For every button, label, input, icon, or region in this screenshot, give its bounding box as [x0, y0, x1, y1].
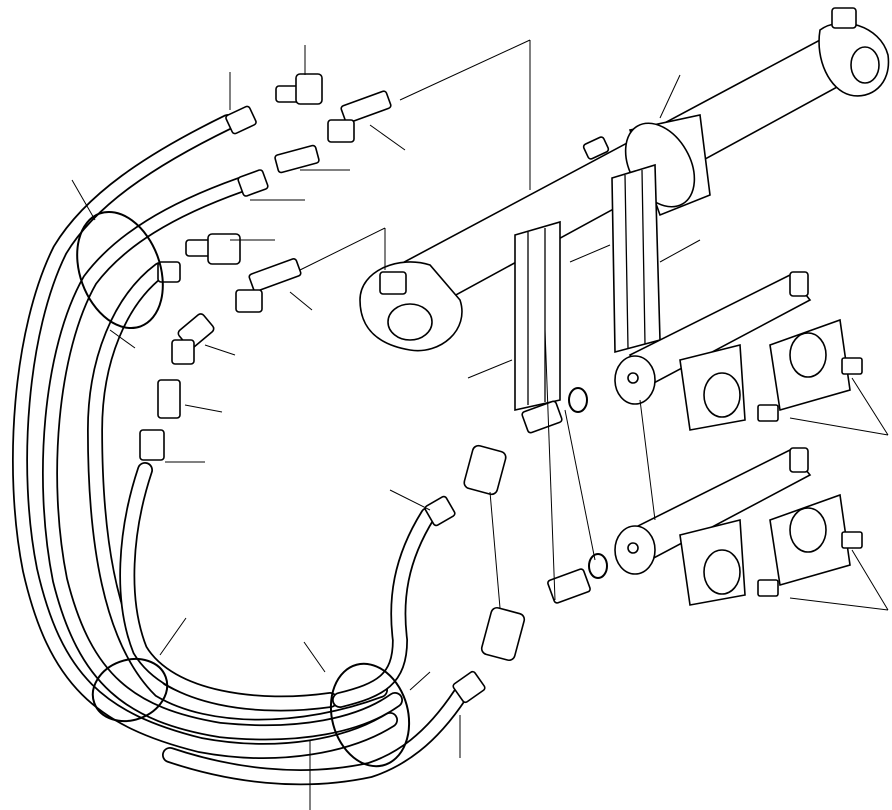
adapter-upper: [521, 400, 563, 434]
guard-plate-lower: [611, 163, 661, 354]
o-ring-lower: [588, 553, 608, 579]
hose-clamp-band-right: [329, 662, 411, 768]
tee-fitting-middle: [235, 258, 302, 313]
union-fitting: [274, 144, 320, 174]
cylinder-rod-eye: [818, 7, 890, 97]
clamp-upper: [679, 318, 863, 431]
adapter-lower: [547, 568, 591, 604]
hose-bundle: [12, 114, 468, 786]
o-ring-upper: [568, 387, 588, 413]
mounting-pin-upper: [614, 271, 812, 405]
hose-end-fittings: [139, 105, 486, 704]
mounting-pin-lower: [614, 447, 812, 575]
hose-clamp-band-left: [76, 210, 169, 723]
check-valve-upper: [463, 444, 507, 496]
check-valve-lower: [480, 606, 526, 662]
elbow-45-fitting: [171, 313, 215, 365]
clamp-lower: [679, 493, 863, 606]
guard-plate-upper: [514, 220, 561, 411]
elbow-fitting-middle: [185, 233, 241, 265]
straight-connector: [157, 379, 181, 419]
elbow-fitting-upper: [275, 73, 323, 105]
leader-lines: [71, 39, 889, 810]
tee-fitting-upper: [327, 90, 392, 143]
